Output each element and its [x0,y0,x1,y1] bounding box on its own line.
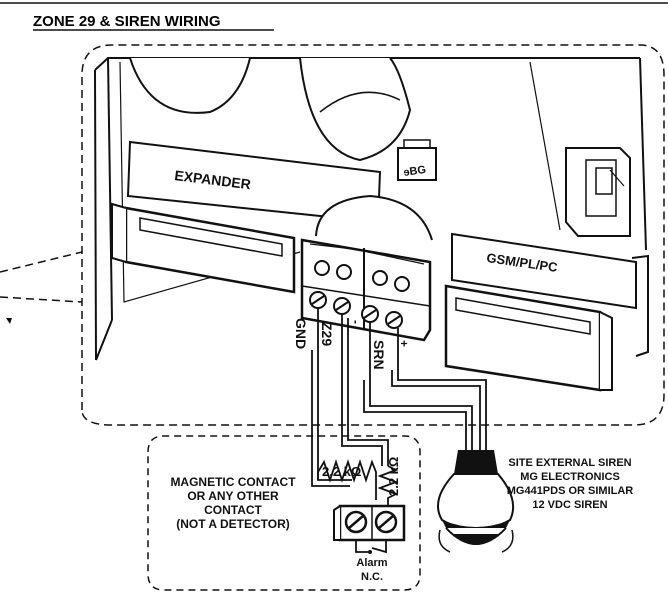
siren-text-line4: 12 VDC SIREN [532,499,607,511]
expander-connector-face [111,202,127,263]
terminal-screw-z29 [333,297,351,315]
right-edge-component [631,254,649,357]
siren-icon [437,450,514,553]
expander-connector-slot [139,217,283,257]
siren-text-line3: MG441PDS OR SIMILAR [507,485,634,497]
terminal-backplate [315,194,433,241]
wire-z29 [341,314,383,466]
wire-srn-plus [391,370,481,450]
alarm-label-line1: Alarm [356,557,387,569]
wire-srn-minus [363,380,467,450]
resistor-2-label: 2.2 kΩ [386,457,401,496]
diagram-title: ZONE 29 & SIREN WIRING [33,13,221,30]
resistor-2 [377,465,399,506]
contact-text-line1: MAGNETIC CONTACT [170,475,296,489]
wire-z29-inner [347,318,389,466]
gsm-connector-face [599,311,613,391]
board-edge [94,57,647,361]
terminal-block [300,238,432,342]
contact-text-line4: (NOT A DETECTOR) [176,517,290,531]
component-top-arc [319,91,401,113]
wire-srn-plus-inner [397,328,487,450]
leader-line-bottom [0,296,83,303]
small-chip [397,147,437,181]
siren-text-line1: SITE EXTERNAL SIREN [508,457,631,469]
connector-top-right-pin [595,167,613,195]
terminal-hole-3 [372,270,388,286]
terminal-hole-2 [336,264,352,280]
siren-text-line2: MG ELECTRONICS [520,471,620,483]
terminal-label-srn-plus: + [397,340,411,347]
terminal-hole-1 [314,260,330,276]
small-chip-label: ɘBG [403,164,427,179]
resistor-1-label: 2.2 kΩ [322,464,361,479]
alarm-switch-node [368,550,372,554]
board-outline [81,44,665,426]
terminal-label-srn: SRN [371,340,387,370]
small-chip-top [403,139,431,148]
component-round-left [129,57,251,114]
contact-screw-left [344,510,368,534]
terminal-block-ledge [301,285,431,307]
resistor-1 [317,459,377,483]
component-round-middle [299,57,412,162]
contact-screw-right [374,510,398,534]
connector-top-right-lead [609,169,625,187]
contact-box-outline [147,435,421,591]
alarm-switch [355,540,387,554]
terminal-screw-srn-plus [385,311,403,329]
gsm-label-strip [451,232,637,310]
alarm-label-line2: N.C. [361,571,383,583]
terminal-label-gnd: GND [293,318,309,349]
contact-text-line3: CONTACT [204,503,262,517]
leader-line-top [0,251,83,273]
terminal-block-top [309,243,425,265]
wire-srn-minus-inner [369,322,473,450]
leader-tick [6,318,12,324]
terminal-label-z29: Z29 [319,322,335,346]
terminal-screw-gnd [309,291,327,309]
wire-gnd [311,350,350,487]
gsm-connector-slot [455,297,591,335]
wires [311,308,487,487]
terminal-hole-4 [394,276,410,292]
terminal-screw-srn-minus [361,305,379,323]
contact-text-line2: OR ANY OTHER [187,489,279,503]
terminal-label-srn-minus: - [349,320,363,324]
